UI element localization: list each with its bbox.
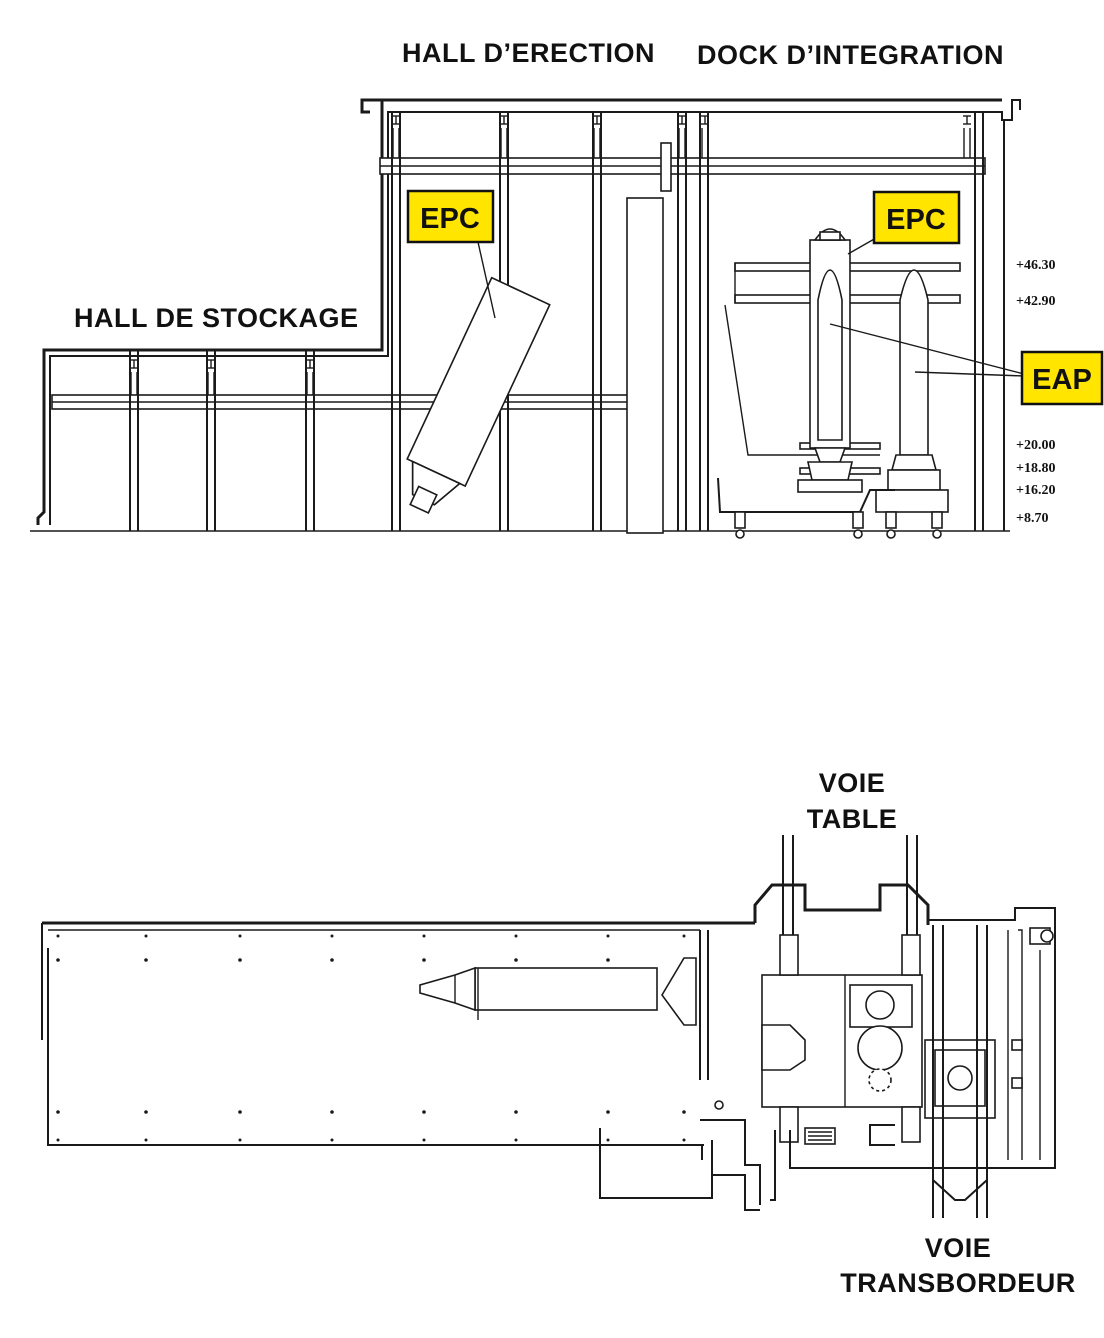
epc-tag-left-text: EPC <box>420 203 480 235</box>
crane-hangers <box>130 115 971 395</box>
building-outline <box>36 98 1021 531</box>
grid-dot <box>422 958 426 962</box>
mobile-table <box>717 477 943 539</box>
eap-tag-text: EAP <box>1032 364 1092 396</box>
grid-dot <box>56 1110 60 1114</box>
grid-dot <box>56 958 60 962</box>
voie-transbordeur-label-1: VOIE <box>925 1233 992 1263</box>
hanger-icon <box>500 115 508 158</box>
grid-dot <box>606 1110 610 1114</box>
column <box>677 112 687 531</box>
elevation-label: +18.80 <box>1016 461 1055 476</box>
grid-dot <box>56 1138 60 1142</box>
door-panel <box>626 197 664 534</box>
hanger-icon <box>306 359 314 395</box>
column <box>592 112 602 531</box>
column <box>305 350 315 531</box>
grid-dot <box>238 958 242 962</box>
grid-dot <box>56 934 60 938</box>
hall-erection-label: HALL D’ERECTION <box>402 38 655 68</box>
eap-tag: EAP <box>1020 350 1104 406</box>
grid-dots <box>56 934 686 1142</box>
transfer-carriage <box>924 925 996 1218</box>
epc-tag-right-text: EPC <box>886 204 946 236</box>
grid-dot <box>144 1110 148 1114</box>
hanger-icon <box>207 359 215 395</box>
storage-hall-plan <box>41 921 755 1160</box>
launch-table-plan <box>761 934 923 1143</box>
leader-lines <box>477 237 1025 377</box>
grid-dot <box>682 934 686 938</box>
hall-stockage-label: HALL DE STOCKAGE <box>74 303 359 333</box>
column <box>129 350 139 531</box>
grid-dot <box>422 1110 426 1114</box>
grid-dot <box>144 934 148 938</box>
elevation-label: +46.30 <box>1016 258 1055 273</box>
grid-dot <box>606 934 610 938</box>
grid-dot <box>238 934 242 938</box>
grid-dot <box>514 934 518 938</box>
voie-transbordeur-label-2: TRANSBORDEUR <box>840 1268 1076 1298</box>
grid-dot <box>330 1110 334 1114</box>
voie-table-label-1: VOIE <box>819 768 886 798</box>
epc-tag-left: EPC <box>406 189 495 244</box>
service-rooms <box>599 1100 930 1211</box>
column <box>699 112 709 531</box>
structure-columns <box>129 112 984 531</box>
grid-dot <box>682 1110 686 1114</box>
grid-dot <box>682 1138 686 1142</box>
section-view: HALL D’ERECTION DOCK D’INTEGRATION HALL … <box>30 38 1104 539</box>
hanger-icon <box>130 359 138 395</box>
grid-dot <box>606 958 610 962</box>
grid-dot <box>514 958 518 962</box>
grid-dot <box>238 1138 242 1142</box>
dock-plan <box>753 883 1056 1169</box>
support-bracket <box>661 957 697 1026</box>
dock-crane-beam <box>379 142 986 192</box>
voie-table-label-2: TABLE <box>807 804 898 834</box>
elevation-label: +42.90 <box>1016 294 1055 309</box>
grid-dot <box>422 1138 426 1142</box>
hanger-icon <box>392 115 400 158</box>
grid-dot <box>238 1110 242 1114</box>
column <box>391 112 401 531</box>
epc-stage-plan <box>419 966 658 1020</box>
plan-view: VOIE TABLE VOIE TRANSBORDEUR <box>41 768 1076 1298</box>
dock-integration-label: DOCK D’INTEGRATION <box>697 40 1004 70</box>
grid-dot <box>330 1138 334 1142</box>
grid-dot <box>330 934 334 938</box>
column <box>974 112 984 531</box>
column <box>206 350 216 531</box>
hanger-icon <box>678 115 686 158</box>
grid-dot <box>144 1138 148 1142</box>
elevation-labels: +46.30 +42.90 +20.00 +18.80 +16.20 +8.70 <box>1016 258 1055 526</box>
hanger-icon <box>593 115 601 158</box>
grid-dot <box>514 1110 518 1114</box>
grid-dot <box>606 1138 610 1142</box>
launcher-vehicle-right <box>875 269 949 513</box>
launcher-vehicle-left <box>797 228 863 493</box>
grid-dot <box>514 1138 518 1142</box>
epc-stage-tilted <box>406 276 551 515</box>
elevation-label: +20.00 <box>1016 438 1055 453</box>
grid-dot <box>330 958 334 962</box>
grid-dot <box>144 958 148 962</box>
grid-dot <box>422 934 426 938</box>
epc-tag-right: EPC <box>872 190 961 245</box>
hanger-icon <box>701 115 709 158</box>
hanger-icon <box>963 115 971 158</box>
elevation-label: +16.20 <box>1016 483 1055 498</box>
elevation-label: +8.70 <box>1016 511 1048 526</box>
